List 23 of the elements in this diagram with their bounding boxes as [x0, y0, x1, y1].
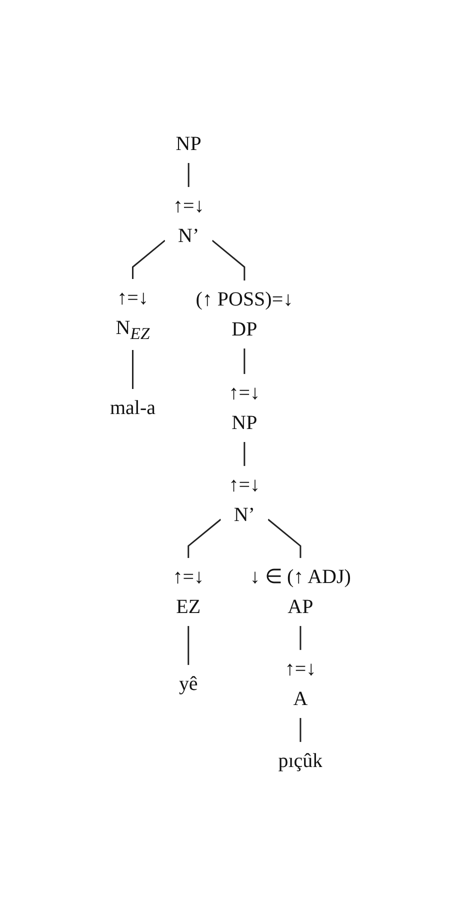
connector [211, 239, 245, 280]
node-text: mal-a [110, 396, 156, 418]
connector [243, 442, 245, 466]
connector [299, 718, 301, 742]
node-text: ↑=↓ NP [228, 382, 260, 434]
connector [299, 626, 301, 650]
node-text: ↑=↓ N’ [228, 474, 260, 526]
node-text: (↑ POSS)=↓ DP [195, 288, 293, 340]
connector [267, 518, 301, 558]
node-text: ↑=↓ A [284, 657, 316, 710]
node-text: pıçûk [278, 749, 322, 772]
connector [132, 239, 165, 278]
connector [187, 626, 189, 664]
connector [132, 350, 134, 388]
node-text: ↑=↓ EZ [172, 565, 204, 618]
node-text: yê [178, 672, 198, 694]
connector [243, 348, 245, 374]
node-text: ↓ ∈ (↑ ADJ) AP [250, 565, 350, 618]
node-text: ↑=↓ N’ [172, 194, 204, 247]
connector [187, 518, 221, 558]
node-text: NP [175, 132, 201, 155]
connector [187, 162, 189, 186]
node-text: ↑=↓ N$_{EZ}$ [115, 286, 150, 343]
